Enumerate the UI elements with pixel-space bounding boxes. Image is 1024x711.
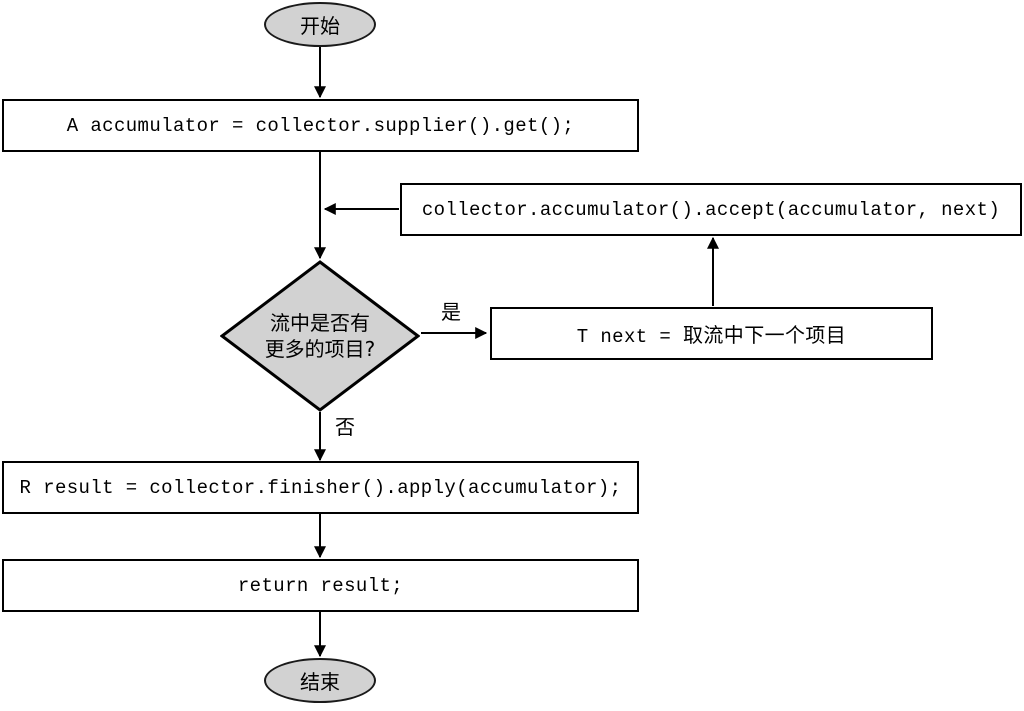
node-finisher[interactable]: R result = collector.finisher().apply(ac… <box>2 461 639 514</box>
node-start[interactable]: 开始 <box>264 2 376 47</box>
node-next-item-cjk: 取流中下一个项目 <box>683 323 847 347</box>
node-decision-label-line1: 流中是否有 <box>270 310 370 335</box>
node-finisher-label: R result = collector.finisher().apply(ac… <box>19 476 622 499</box>
node-supplier[interactable]: A accumulator = collector.supplier().get… <box>2 99 639 152</box>
node-end[interactable]: 结束 <box>264 658 376 703</box>
edge-label-yes: 是 <box>441 300 461 324</box>
edge-label-no: 否 <box>335 415 355 439</box>
node-accumulate-label: collector.accumulator().accept(accumulat… <box>421 198 1001 221</box>
node-next-item-code: T next <box>576 326 648 348</box>
node-end-label: 结束 <box>300 670 340 694</box>
node-return[interactable]: return result; <box>2 559 639 612</box>
node-decision[interactable]: 流中是否有 更多的项目? <box>220 260 420 412</box>
node-supplier-label: A accumulator = collector.supplier().get… <box>66 114 575 137</box>
node-next-item[interactable]: T next = 取流中下一个项目 <box>490 307 933 360</box>
node-start-label: 开始 <box>300 14 340 38</box>
node-accumulate[interactable]: collector.accumulator().accept(accumulat… <box>400 183 1022 236</box>
diamond-shape-icon <box>220 260 420 412</box>
node-next-item-label: T next = 取流中下一个项目 <box>577 319 846 348</box>
node-return-label: return result; <box>237 574 404 597</box>
node-next-item-equals: = <box>647 326 683 348</box>
node-decision-label-line2: 更多的项目? <box>264 337 376 361</box>
node-decision-label: 流中是否有 更多的项目? <box>265 310 376 363</box>
